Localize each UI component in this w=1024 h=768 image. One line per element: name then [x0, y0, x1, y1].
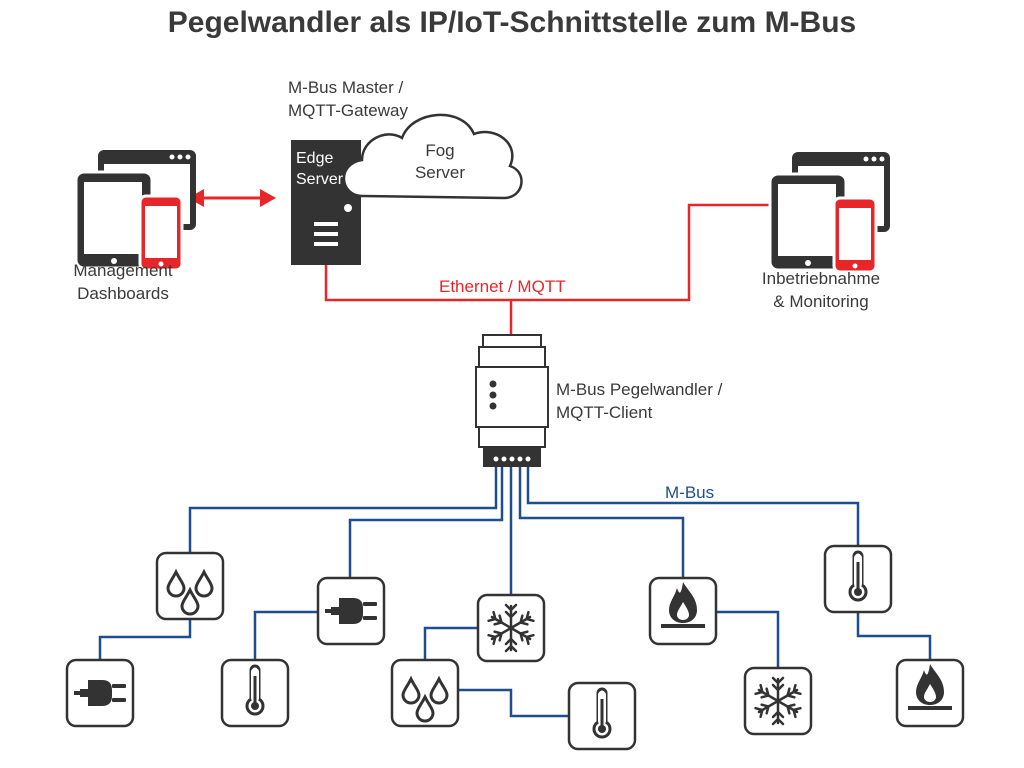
master-label-line1: M-Bus Master / [288, 78, 404, 97]
meter-power-2 [65, 658, 135, 728]
meter-water-1 [155, 551, 225, 621]
master-label-line2: MQTT-Gateway [288, 101, 408, 120]
management-label-line1: Management [73, 261, 173, 280]
management-label-line2: Dashboards [77, 284, 169, 303]
ethernet-bus-line [324, 203, 772, 302]
mbus-level-converter [475, 334, 549, 467]
meter-temp-3 [567, 681, 637, 751]
meter-temp-1 [823, 544, 893, 614]
mbus-label: M-Bus [665, 483, 715, 502]
commissioning-label: Inbetriebnahme & Monitoring [746, 267, 896, 313]
edge-label-line1: Edge [296, 150, 334, 167]
meter-gas-2 [895, 658, 965, 728]
management-devices-icon [74, 148, 198, 272]
edge-server-label: Edge Server [296, 148, 343, 190]
fog-cloud [342, 113, 523, 200]
fog-label-line1: Fog [425, 141, 455, 160]
fog-server-label: Fog Server [400, 140, 480, 184]
edge-server [291, 140, 361, 265]
master-label: M-Bus Master / MQTT-Gateway [288, 76, 408, 122]
ethernet-links [324, 203, 772, 335]
commissioning-label-line1: Inbetriebnahme [761, 269, 881, 288]
management-label: Management Dashboards [48, 259, 198, 305]
mbus-links [98, 465, 932, 718]
diagram-title: Pegelwandler als IP/IoT-Schnittstelle zu… [167, 6, 857, 39]
meter-temp-2 [220, 658, 290, 728]
meter-gas-1 [648, 576, 718, 646]
management-link-arrow [188, 189, 276, 207]
meter-cold-1 [476, 593, 546, 663]
converter-label-line2: MQTT-Client [556, 403, 653, 422]
fog-label-line2: Server [414, 163, 466, 182]
ethernet-label: Ethernet / MQTT [439, 277, 566, 296]
meter-power-1 [316, 576, 386, 646]
edge-label-line2: Server [296, 171, 344, 188]
meter-cold-2 [743, 666, 813, 736]
meter-water-2 [390, 658, 460, 728]
commissioning-devices-icon [768, 150, 892, 274]
converter-label: M-Bus Pegelwandler / MQTT-Client [556, 378, 722, 424]
commissioning-label-line2: & Monitoring [773, 292, 869, 311]
converter-label-line1: M-Bus Pegelwandler / [556, 380, 723, 399]
